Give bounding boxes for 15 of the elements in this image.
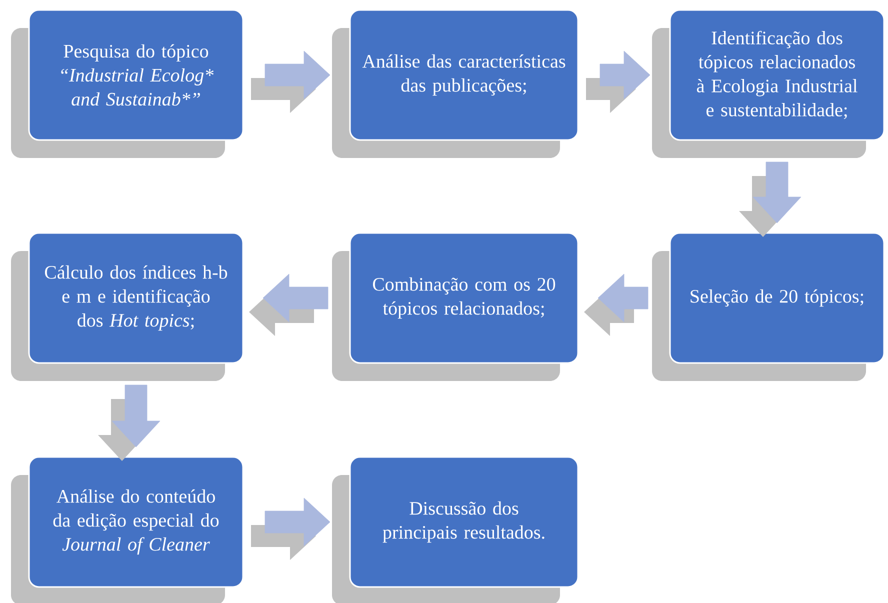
process-box: Combinação com os 20 tópicos relacionados;	[349, 232, 579, 364]
process-box: Análise do conteúdo da edição especial do Journal of Cleaner	[28, 456, 244, 588]
block-arrow	[249, 274, 328, 336]
process-box: Análise das características das publicações;	[349, 9, 579, 141]
process-box: Seleção de 20 tópicos;	[669, 232, 885, 364]
block-arrow	[251, 50, 330, 113]
block-arrow	[251, 498, 330, 560]
process-box: Identificação dos tópicos relacionados à Ecologia Industrial e sustentabilidade;	[669, 9, 885, 141]
block-arrow	[584, 274, 648, 336]
block-arrow	[98, 384, 160, 461]
block-arrow	[739, 162, 802, 237]
process-box: Discussão dos principais resultados.	[349, 456, 579, 588]
process-box: Pesquisa do tópico “Industrial Ecolog* and Sustainab*”	[28, 9, 244, 141]
block-arrow	[586, 50, 650, 113]
process-box: Cálculo dos índices h-b e m e identificação dos Hot topics;	[28, 232, 244, 364]
